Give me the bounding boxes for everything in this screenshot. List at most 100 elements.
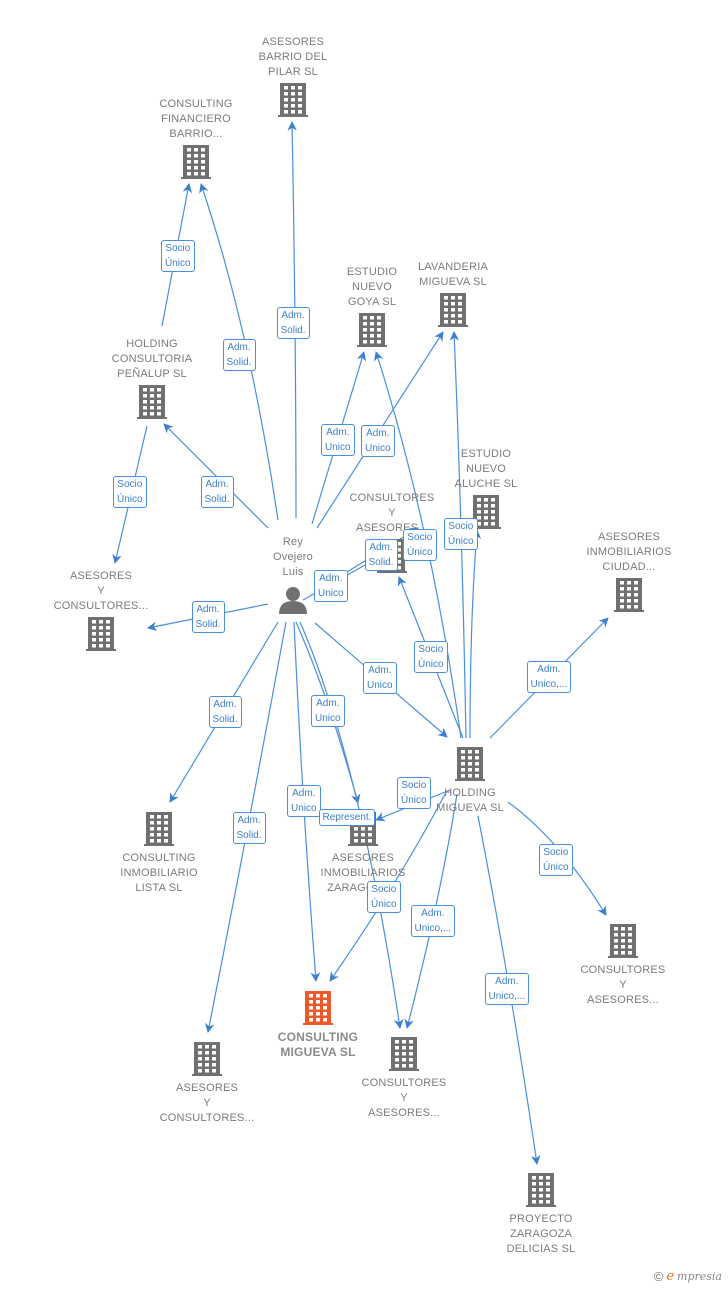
edge-label-line: Socio <box>418 644 444 655</box>
node-label-line: Y <box>619 979 627 991</box>
edge-label-person-to-aluche[interactable]: Adm. Unico <box>314 570 348 602</box>
edge-label-person-to-penalup[interactable]: Adm.Solid. <box>200 476 234 508</box>
edge-person-to-cya_bottom <box>299 621 404 1029</box>
node-label-line: BARRIO... <box>169 128 223 140</box>
edge-label-person-to-ayc_bottom[interactable]: Adm. Solid. <box>232 812 266 844</box>
edge-label-person-to-financiero[interactable]: Adm.Solid. <box>222 339 256 371</box>
edge-label-line: Unico <box>291 803 317 814</box>
person-icon[interactable] <box>279 587 307 614</box>
edge-label-holding-to-delicias[interactable]: Adm.Unico,... <box>484 973 530 1005</box>
node-label-line: MIGUEVA SL <box>419 276 487 288</box>
building-icon[interactable] <box>455 747 485 781</box>
edge-label-line: Solid. <box>236 830 262 841</box>
edge-label-person-to-zaragoza[interactable]: Adm.Unico <box>311 695 345 727</box>
node-label-line: ZARAGOZA <box>509 1228 573 1240</box>
edge-label-line: Adm. <box>368 665 392 676</box>
brand-name: mpresia <box>677 1270 722 1283</box>
building-icon[interactable] <box>303 991 333 1025</box>
building-icon[interactable] <box>357 313 387 347</box>
node-label-lavanderia[interactable]: LAVANDERIA MIGUEVA SL <box>388 260 518 290</box>
edge-label-line: Unico <box>318 588 344 599</box>
node-label-line: CONSULTORES <box>349 492 435 504</box>
edge-label-line: Solid. <box>212 714 238 725</box>
edge-label-line: Adm. <box>319 573 343 584</box>
edge-label-holding-to-ciudad[interactable]: Adm.Unico,... <box>526 661 572 693</box>
building-icon[interactable] <box>144 812 174 846</box>
edge-label-line: Socio <box>371 884 397 895</box>
edge-label-person-to-lista[interactable]: Adm.Solid. <box>208 696 242 728</box>
edge-label-line: Único <box>418 659 444 670</box>
edge-label-line: Adm. <box>205 479 229 490</box>
node-label-aluche[interactable]: ESTUDIO NUEVO ALUCHE SL <box>421 447 551 492</box>
edge-label-person-to-cya_mid[interactable]: Adm.Solid. <box>364 539 398 571</box>
building-icon[interactable] <box>86 617 116 651</box>
building-icon[interactable] <box>278 83 308 117</box>
building-icon[interactable] <box>181 145 211 179</box>
node-label-line: ALUCHE SL <box>454 478 518 490</box>
node-label-line: LAVANDERIA <box>417 261 489 273</box>
building-icon[interactable] <box>614 578 644 612</box>
edge-label-line: Unico,... <box>530 679 568 690</box>
node-label-line: CIUDAD... <box>602 561 656 573</box>
edge-label-line: Socio <box>117 479 143 490</box>
building-icon[interactable] <box>526 1173 556 1207</box>
edge-label-holding-to-cya_bottom[interactable]: Adm.Unico,... <box>410 905 456 937</box>
node-label-line: NUEVO <box>351 281 393 293</box>
edge-label-line: Solid. <box>226 357 252 368</box>
edge-label-line: Adm. <box>196 604 220 615</box>
building-icon[interactable] <box>192 1042 222 1076</box>
edge-label-line: Adm. <box>495 976 519 987</box>
node-label-line: Y <box>203 1097 211 1109</box>
edge-label-person-to-goya[interactable]: Adm.Unico <box>321 424 355 456</box>
edge-label-person-to-cmsl[interactable]: Adm.Unico <box>287 785 321 817</box>
edge-label-person-to-ayc_left[interactable]: Adm. Solid. <box>191 601 225 633</box>
edge-label-line: Socio <box>448 521 474 532</box>
edge-label-line: Único <box>401 795 427 806</box>
node-label-line: NUEVO <box>465 463 507 475</box>
node-label-line: HOLDING <box>444 787 496 799</box>
edge-label-line: Adm. <box>237 815 261 826</box>
edge-label-line: Adm. <box>366 428 390 439</box>
edge-label-line: Represent. <box>322 811 372 823</box>
edge-label-line: Solid. <box>195 619 221 630</box>
node-label-line: CONSULTORES <box>580 964 666 976</box>
edge-label-person-to-cya_bottom[interactable]: Represent. <box>318 808 376 826</box>
edge-label-line: Adm. <box>369 542 393 553</box>
edge-label-person-to-barrio_pilar[interactable]: Adm.Solid. <box>276 307 310 339</box>
node-label-line: Y <box>97 585 105 597</box>
building-icon[interactable] <box>389 1037 419 1071</box>
edge-label-person-to-lavanderia[interactable]: Adm.Unico <box>361 425 395 457</box>
edge-label-person-to-holding[interactable]: Adm.Unico <box>363 662 397 694</box>
building-icon[interactable] <box>137 385 167 419</box>
building-icon[interactable] <box>608 924 638 958</box>
building-icon[interactable] <box>438 293 468 327</box>
node-label-line: MIGUEVA SL <box>280 1045 356 1059</box>
node-label-line: ESTUDIO <box>460 448 512 460</box>
node-label-line: PILAR SL <box>268 66 318 78</box>
edge-label-line: Socio <box>407 532 433 543</box>
